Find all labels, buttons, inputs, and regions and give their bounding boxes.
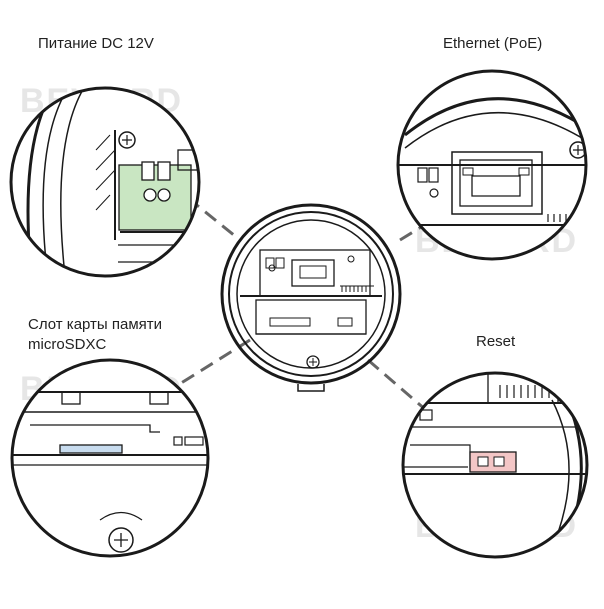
ethernet-port — [459, 159, 533, 207]
microsd-slot — [59, 444, 123, 454]
reset-button — [469, 451, 517, 473]
detail-ethernet — [396, 69, 588, 261]
label-microsd-line1: Слот карты памяти — [28, 316, 163, 333]
detail-power — [9, 86, 201, 278]
detail-microsd — [10, 358, 210, 558]
label-microsd: Слот карты памяти microSDXC — [28, 315, 162, 355]
camera-overview — [220, 203, 402, 392]
leader-line-sd — [177, 338, 251, 387]
label-reset: Reset — [476, 333, 516, 350]
label-microsd-line2: microSDXC — [28, 336, 107, 353]
detail-reset — [401, 371, 589, 559]
leader-line-ethernet — [399, 198, 466, 242]
label-ethernet: Ethernet (PoE) — [443, 35, 543, 52]
label-power: Питание DC 12V — [38, 35, 154, 52]
